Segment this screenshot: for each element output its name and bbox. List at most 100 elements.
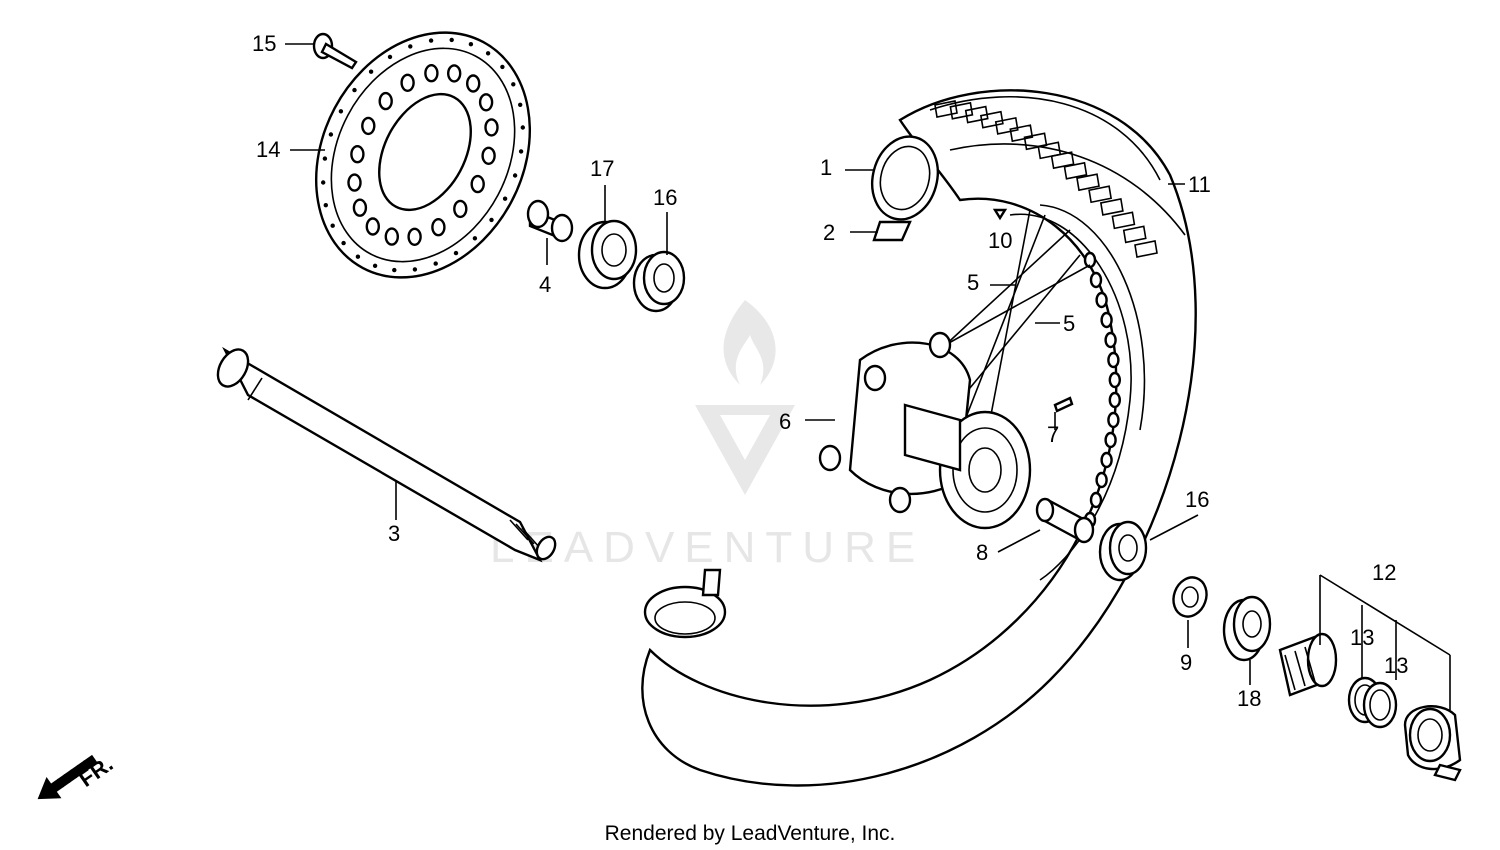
disc-hole [478, 93, 494, 112]
tread-block [1099, 198, 1124, 216]
disc-rim-hole [511, 82, 516, 87]
rim-spoke-hole [1095, 471, 1108, 489]
callout-9: 9 [1180, 650, 1192, 675]
distance-collar[interactable] [1035, 497, 1095, 544]
tread-block [1063, 161, 1088, 180]
disc-rim-hole [330, 223, 335, 228]
speedometer-retainer[interactable] [1168, 573, 1212, 622]
disc-hole [352, 198, 368, 217]
disc-rim-hole [328, 132, 334, 137]
watermark: LEADVENTURE [490, 300, 915, 572]
tread-block [934, 100, 958, 118]
callout-16-upper: 16 [653, 185, 677, 210]
tread-block [994, 116, 1019, 135]
rim-spoke-hole [1107, 351, 1120, 369]
tread-block [964, 105, 989, 124]
rim-spoke-hole [1104, 331, 1117, 349]
watermark-v-icon [695, 405, 795, 495]
disc-hole [466, 74, 481, 93]
bearing-17[interactable] [577, 219, 638, 290]
disc-rim-hole [518, 149, 524, 154]
disc-rim-hole [468, 42, 474, 47]
leader-lines [285, 43, 1451, 710]
callout-8: 8 [976, 540, 988, 565]
disc-rim-hole [485, 51, 491, 56]
callout-3: 3 [388, 521, 400, 546]
disc-hole [378, 91, 393, 111]
callout-4: 4 [539, 272, 551, 297]
rim-spoke-hole [1089, 271, 1103, 289]
axle[interactable] [212, 344, 559, 563]
bearing-16-upper[interactable] [632, 250, 686, 313]
disc-rim-hole [323, 203, 328, 208]
disc-hole [400, 73, 415, 93]
rim[interactable] [1009, 204, 1146, 581]
disc-bolt[interactable] [312, 32, 358, 70]
rim-spoke-hole [1104, 431, 1117, 449]
tread-block [1134, 240, 1158, 258]
callout-17: 17 [590, 156, 614, 181]
front-direction-arrow [37, 754, 98, 800]
speedometer-gearbox[interactable] [1403, 705, 1462, 782]
callout-5-lower: 5 [1063, 311, 1075, 336]
disc-rim-hole [322, 156, 328, 161]
disc-hole [424, 63, 439, 83]
callout-13-right: 13 [1384, 653, 1408, 678]
disc-rim-hole [502, 196, 508, 201]
callout-18: 18 [1237, 686, 1261, 711]
disc-hole [350, 144, 365, 164]
callout-12: 12 [1372, 560, 1396, 585]
disc-rim-hole [392, 267, 397, 273]
disc-rim-hole [520, 125, 525, 130]
rim-spoke-hole [1107, 411, 1120, 429]
disc-rim-hole [472, 236, 478, 241]
callout-14: 14 [256, 137, 280, 162]
washer-13b[interactable] [1362, 681, 1398, 729]
disc-rim-hole [368, 69, 374, 74]
tread-block [1111, 211, 1136, 230]
tread-block [1088, 185, 1113, 204]
disc-hole [361, 116, 376, 136]
rim-spoke-hole [1108, 371, 1122, 389]
disc-rim-hole [338, 109, 344, 114]
callout-13-left: 13 [1350, 625, 1374, 650]
disc-rim-hole [433, 261, 438, 266]
disc-hole [481, 146, 496, 166]
spoke-nipple[interactable] [992, 208, 1074, 413]
callout-10: 10 [988, 228, 1012, 253]
disc-rim-hole [372, 263, 378, 268]
disc-rim-hole [449, 37, 454, 43]
tread-block [1122, 225, 1147, 244]
rim-spoke-hole [1108, 391, 1122, 409]
disc-hole [407, 227, 422, 247]
watermark-flame-icon [723, 300, 776, 385]
rim-spoke-hole [1100, 451, 1113, 469]
direction-label: FR. [74, 751, 117, 792]
disc-rim-hole [518, 102, 523, 108]
tread-block [1009, 124, 1034, 143]
disc-hole [365, 217, 380, 236]
disc-rim-hole [355, 254, 361, 259]
dust-seal[interactable] [1222, 595, 1272, 662]
disc-rim-hole [352, 87, 357, 93]
tube-lower[interactable] [643, 568, 727, 639]
callout-11: 11 [1188, 172, 1211, 197]
hub[interactable] [818, 331, 1032, 530]
rim-spoke-hole [1089, 491, 1103, 509]
rim-spoke-hole [1100, 311, 1113, 329]
callout-2: 2 [823, 220, 835, 245]
disc-hole [447, 64, 462, 83]
collar-left[interactable] [526, 199, 574, 243]
bearing-16-lower[interactable] [1098, 520, 1148, 582]
disc-rim-hole [428, 38, 434, 43]
callout-15: 15 [252, 31, 276, 56]
disc-hole [431, 217, 446, 237]
speedometer-gear[interactable] [1278, 632, 1338, 697]
callout-5-upper: 5 [967, 270, 979, 295]
disc-hole [384, 227, 399, 246]
brake-disc[interactable] [275, 0, 572, 315]
rim-spoke-hole [1095, 291, 1108, 309]
disc-rim-hole [489, 217, 494, 223]
